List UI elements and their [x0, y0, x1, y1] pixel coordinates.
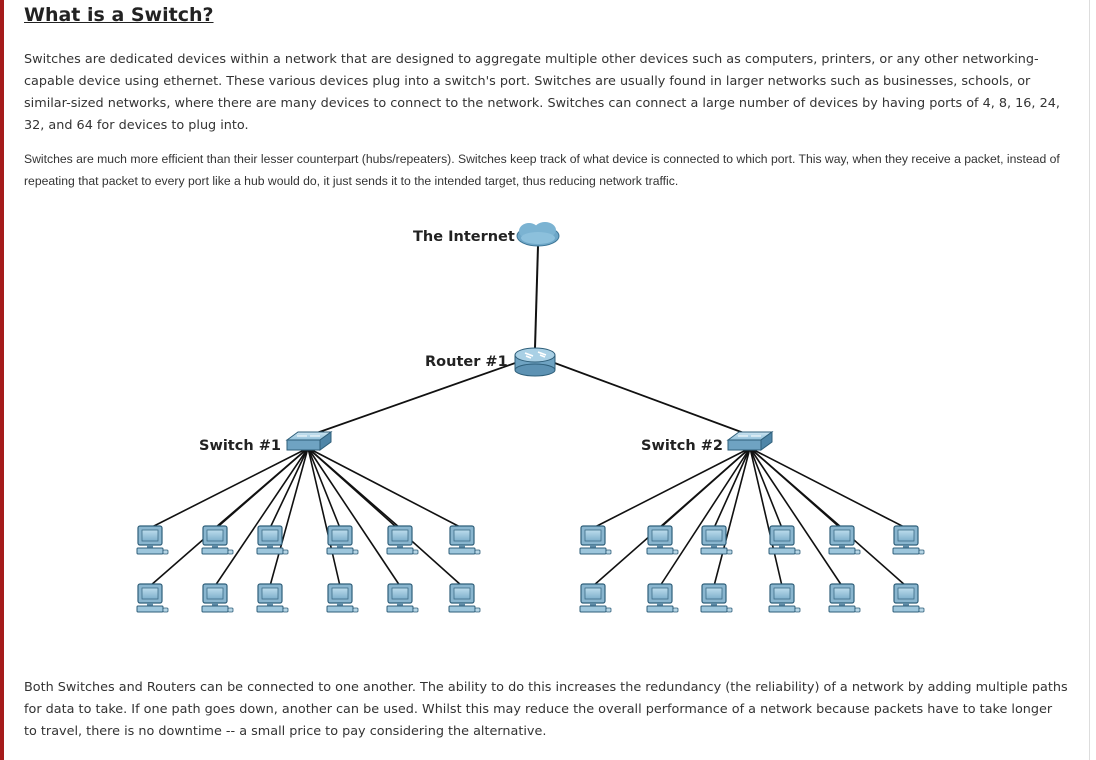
switch-2-pc-link [749, 447, 843, 587]
computer-icon [448, 583, 481, 613]
computer-icon [448, 525, 481, 555]
computer-icon [892, 583, 925, 613]
computer-icon [386, 525, 419, 555]
computer-icon [201, 583, 234, 613]
computer-icon [892, 525, 925, 555]
router-switch-1-link [307, 361, 519, 437]
computer-icon [579, 525, 612, 555]
router-icon [514, 347, 556, 377]
switch-icon [726, 431, 774, 451]
computer-icon [828, 583, 861, 613]
computer-icon [768, 525, 801, 555]
cloud-icon [516, 222, 560, 247]
computer-icon [828, 525, 861, 555]
paragraph-redundancy: Both Switches and Routers can be connect… [24, 680, 1068, 739]
switch-1-pc-link [269, 447, 309, 587]
switch-1-pc-link [307, 447, 463, 587]
left-accent-bar [0, 0, 4, 760]
router-switch-2-link [551, 361, 753, 437]
switch-2-pc-link [749, 447, 783, 587]
paragraph-efficiency: Switches are much more efficient than th… [24, 152, 1060, 188]
switch-1-pc-link [307, 447, 341, 587]
computer-icon [136, 583, 169, 613]
network-links [149, 245, 907, 587]
switch-1-pc-link [214, 447, 309, 587]
computer-icon [579, 583, 612, 613]
switch-1-pc-link [149, 447, 309, 529]
switch-2-pc-link [592, 447, 751, 529]
internet-label: The Internet [413, 229, 515, 245]
switch-2-pc-link [749, 447, 907, 587]
computer-icon [136, 525, 169, 555]
computer-icon [256, 583, 289, 613]
switch-2-pc-link [749, 447, 907, 529]
network-diagram: The Internet Router #1 Switch #1 Switch … [136, 222, 925, 613]
computer-icon [768, 583, 801, 613]
switch-2-pc-link [659, 447, 751, 587]
paragraph-intro: Switches are dedicated devices within a … [24, 52, 1060, 133]
switch-1-pc-link [269, 447, 309, 529]
computers [136, 525, 925, 613]
switch-2-pc-link [713, 447, 751, 529]
switch-2-pc-link [713, 447, 751, 587]
computer-icon [386, 583, 419, 613]
router-label: Router #1 [425, 354, 508, 370]
page-title: What is a Switch? [24, 4, 214, 26]
switch-1-pc-link [307, 447, 401, 587]
computer-icon [326, 525, 359, 555]
computer-icon [326, 583, 359, 613]
computer-icon [646, 583, 679, 613]
computer-icon [201, 525, 234, 555]
computer-icon [700, 525, 733, 555]
switch-2-pc-link [592, 447, 751, 587]
switch-2-label: Switch #2 [641, 438, 723, 454]
right-divider [1089, 0, 1090, 760]
switch-1-pc-link [307, 447, 463, 529]
switch-1-pc-link [307, 447, 341, 529]
switch-icon [285, 431, 333, 451]
switch-1-pc-link [149, 447, 309, 587]
computer-icon [700, 583, 733, 613]
computer-icon [646, 525, 679, 555]
switch-1-label: Switch #1 [199, 438, 281, 454]
internet-router-link [534, 245, 539, 349]
switch-2-pc-link [749, 447, 783, 529]
